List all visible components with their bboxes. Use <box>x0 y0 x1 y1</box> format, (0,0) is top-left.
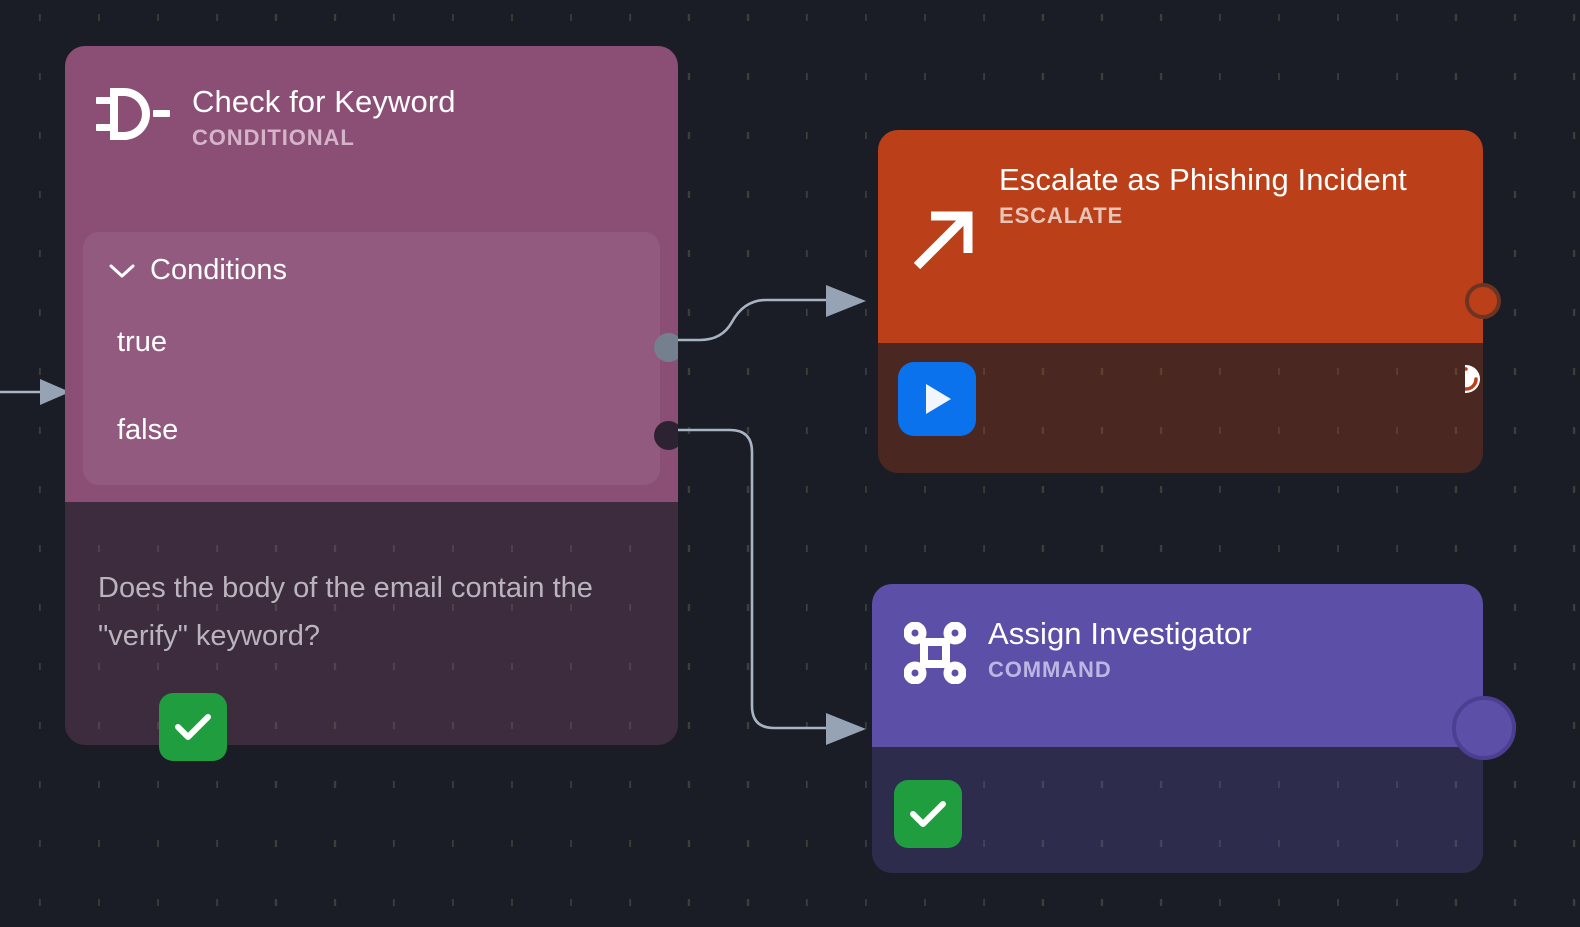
node-subtitle: ESCALATE <box>999 202 1124 228</box>
node-check-for-keyword[interactable]: Check for Keyword CONDITIONAL Conditions… <box>65 46 678 761</box>
node-assign-investigator[interactable]: Assign Investigator COMMAND <box>872 584 1516 873</box>
play-icon <box>926 384 951 414</box>
logic-gate-icon <box>96 84 170 144</box>
output-port-true[interactable] <box>654 333 678 362</box>
condition-label-false: false <box>117 414 179 446</box>
chevron-down-icon[interactable] <box>109 254 135 287</box>
node-header-text: Check for Keyword CONDITIONAL <box>192 84 456 151</box>
check-icon <box>910 801 946 827</box>
node-header-text: Escalate as Phishing Incident ESCALATE <box>999 162 1407 229</box>
output-port[interactable] <box>1452 696 1516 760</box>
node-body <box>872 747 1483 873</box>
condition-row-true[interactable]: true <box>117 326 678 362</box>
node-header <box>65 46 678 502</box>
node-escalate-as-phishing-incident[interactable]: Escalate as Phishing Incident ESCALATE <box>878 130 1501 473</box>
node-title: Assign Investigator <box>988 616 1252 651</box>
node-header <box>878 130 1483 343</box>
conditions-panel: Conditions true false <box>83 232 678 485</box>
clipped-badge-icon <box>1465 362 1483 396</box>
node-subtitle: COMMAND <box>988 656 1112 682</box>
condition-row-false[interactable]: false <box>117 414 678 450</box>
output-port[interactable] <box>1465 283 1501 319</box>
conditions-header[interactable]: Conditions <box>83 232 660 287</box>
command-icon <box>904 616 966 684</box>
status-badge-success[interactable] <box>894 780 962 848</box>
edge-input[interactable] <box>0 379 70 405</box>
check-icon <box>175 714 211 740</box>
node-description: Does the body of the email contain the "… <box>98 572 593 653</box>
run-button[interactable] <box>898 362 976 436</box>
arrow-up-right-icon <box>911 162 977 272</box>
status-badge-success[interactable] <box>159 693 227 761</box>
node-body <box>878 343 1483 473</box>
output-port-false[interactable] <box>654 421 678 450</box>
node-title: Check for Keyword <box>192 84 456 119</box>
node-title: Escalate as Phishing Incident <box>999 162 1407 197</box>
node-header-text: Assign Investigator COMMAND <box>988 616 1252 683</box>
node-subtitle: CONDITIONAL <box>192 124 355 150</box>
node-header <box>872 584 1483 747</box>
condition-label-true: true <box>117 326 167 358</box>
conditions-label: Conditions <box>150 254 288 286</box>
